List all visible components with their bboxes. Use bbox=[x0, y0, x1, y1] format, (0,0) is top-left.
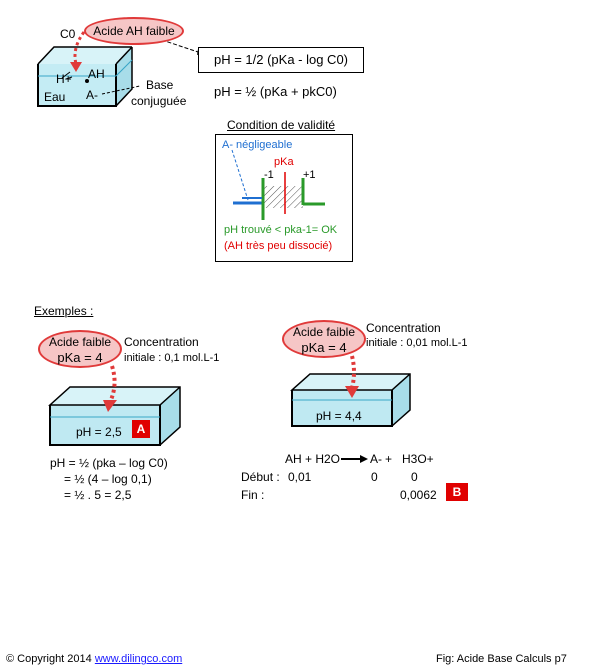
calc-a-1: pH = ½ (pka – log C0) bbox=[50, 456, 168, 470]
dotted-arrow-a bbox=[103, 365, 117, 412]
ellipse-b: Acide faible pKa = 4 bbox=[282, 320, 366, 358]
acid-ah-ellipse-label: Acide AH faible bbox=[93, 24, 175, 38]
eau-label: Eau bbox=[44, 90, 66, 104]
pka-label: pKa bbox=[274, 156, 294, 168]
ellipse-a: Acide faible pKa = 4 bbox=[38, 330, 122, 368]
formula-2: pH = ½ (pKa + pkC0) bbox=[214, 84, 337, 99]
top-beaker bbox=[37, 46, 133, 107]
validity-title: Condition de validité bbox=[227, 118, 336, 132]
ellipse-a-line1: Acide faible bbox=[48, 335, 112, 349]
reaction-left: AH + H2O bbox=[285, 452, 341, 466]
minus1-label: -1 bbox=[264, 169, 274, 181]
top-dotted-arrow bbox=[70, 31, 86, 72]
conc-b-line2: initiale : 0,01 mol.L-1 bbox=[366, 337, 468, 349]
ellipse-b-line1: Acide faible bbox=[292, 325, 356, 339]
debut-ah: 0,01 bbox=[288, 470, 312, 484]
tag-b: B bbox=[446, 483, 468, 501]
copyright-text: © Copyright 2014 bbox=[6, 653, 92, 665]
debut-h3o: 0 bbox=[411, 470, 418, 484]
conc-a-line1: Concentration bbox=[124, 335, 199, 349]
debut-label: Début : bbox=[241, 470, 280, 484]
dotted-arrow-b bbox=[345, 355, 359, 398]
acid-ah-ellipse: Acide AH faible bbox=[84, 17, 184, 45]
calc-a-2: = ½ (4 – log 0,1) bbox=[64, 472, 152, 486]
tag-a: A bbox=[132, 420, 150, 438]
formula-box: pH = 1/2 (pKa - log C0) bbox=[198, 47, 364, 73]
aminus-label: A- bbox=[86, 88, 98, 102]
validity-box bbox=[215, 134, 353, 262]
ph-b: pH = 4,4 bbox=[316, 409, 362, 423]
plus1-label: +1 bbox=[303, 169, 316, 181]
hplus-label: H+ bbox=[56, 72, 72, 86]
fin-label: Fin : bbox=[241, 488, 265, 502]
ellipse-b-line2: pKa = 4 bbox=[301, 340, 347, 355]
ellipse-a-line2: pKa = 4 bbox=[57, 350, 103, 365]
validity-note: (AH très peu dissocié) bbox=[224, 240, 333, 252]
calc-a-3: = ½ . 5 = 2,5 bbox=[64, 488, 132, 502]
reaction-plus: + bbox=[385, 452, 393, 466]
validity-graphic bbox=[231, 149, 325, 220]
base-label-2: conjuguée bbox=[131, 94, 187, 108]
formula-1: pH = 1/2 (pKa - log C0) bbox=[213, 52, 349, 67]
site-link[interactable]: www.dilingco.com bbox=[94, 653, 183, 665]
ph-a: pH = 2,5 bbox=[76, 425, 122, 439]
conc-a-line2: initiale : 0,1 mol.L-1 bbox=[124, 352, 220, 364]
reaction-a: A- bbox=[370, 452, 382, 466]
ah-label: AH bbox=[88, 67, 105, 81]
fin-h3o: 0,0062 bbox=[400, 488, 437, 502]
reaction-h3o: H3O+ bbox=[402, 452, 434, 466]
beaker-b bbox=[290, 373, 411, 427]
examples-title: Exemples : bbox=[34, 304, 94, 318]
fig-caption: Fig: Acide Base Calculs p7 bbox=[436, 653, 567, 665]
negligible-label: A- négligeable bbox=[222, 139, 293, 151]
footer-left: © Copyright 2014 www.dilingco.com bbox=[6, 653, 182, 665]
ok-text: pH trouvé < pka-1= OK bbox=[224, 224, 338, 236]
base-label-1: Base bbox=[146, 78, 174, 92]
c0-label: C0 bbox=[60, 27, 76, 41]
debut-a: 0 bbox=[371, 470, 378, 484]
conc-b-line1: Concentration bbox=[366, 321, 441, 335]
